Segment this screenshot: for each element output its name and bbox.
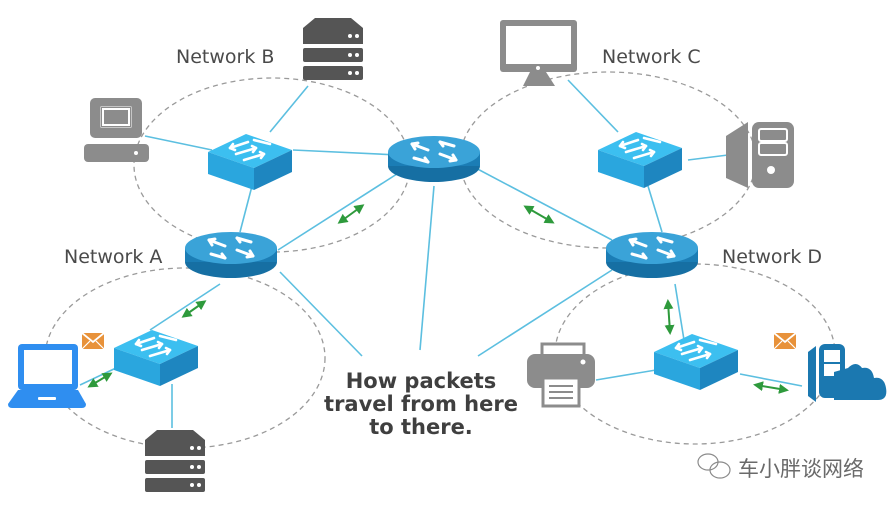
network-c-label: Network C [602, 46, 701, 68]
desktop-icon[interactable] [84, 98, 149, 162]
link-c-switch-router-d [647, 185, 663, 233]
link-c-monitor-switch [567, 79, 619, 133]
envelope-icon [81, 332, 105, 350]
double-arrow-icon [337, 204, 365, 224]
link-b-desktop-switch [144, 135, 213, 151]
watermark: 车小胖谈网络 [697, 453, 864, 481]
link-core-router-d [469, 164, 613, 241]
caption: How packets travel from here to there. [324, 369, 518, 439]
tower-computer-icon[interactable] [726, 122, 794, 188]
switch-b-icon[interactable] [206, 132, 294, 192]
link-router-a-switch-a [149, 283, 221, 331]
network-a-label: Network A [64, 246, 162, 268]
link-b-switch-core [292, 149, 399, 156]
link-router-a-core [277, 171, 401, 251]
link-c-switch-tower [687, 154, 729, 161]
traffic-arrows [87, 204, 789, 394]
server-b-icon[interactable] [303, 18, 363, 80]
envelope-icon [773, 332, 797, 350]
network-d-label: Network D [722, 246, 822, 268]
router-d-icon[interactable] [604, 230, 700, 280]
link-b-server-switch [269, 85, 309, 133]
link-router-d-caption [477, 269, 613, 357]
switch-c-icon[interactable] [596, 130, 684, 190]
link-laptop-switch-a [79, 367, 117, 386]
wechat-icon [697, 453, 731, 479]
phone-cloud-icon[interactable] [808, 344, 887, 402]
double-arrow-icon [663, 299, 675, 335]
link-router-a-caption [279, 271, 363, 357]
laptop-icon[interactable] [8, 344, 86, 408]
link-b-switch-router-a [239, 185, 253, 233]
double-arrow-icon [87, 372, 113, 388]
double-arrow-icon [753, 381, 789, 394]
network-b-label: Network B [176, 46, 274, 68]
router-a-icon[interactable] [183, 230, 279, 280]
link-router-d-switch-d [674, 283, 685, 341]
watermark-text: 车小胖谈网络 [738, 457, 864, 481]
double-arrow-icon [181, 300, 207, 318]
monitor-icon[interactable] [500, 20, 577, 86]
link-core-caption [419, 185, 435, 351]
switch-a-icon[interactable] [112, 328, 200, 388]
caption-line-1: How packets [346, 369, 497, 393]
server-a-icon[interactable] [145, 430, 205, 492]
printer-icon[interactable] [527, 342, 595, 408]
caption-line-2: travel from here [324, 392, 518, 416]
double-arrow-icon [523, 205, 555, 224]
link-printer-switch-d [595, 369, 657, 381]
link-switch-d-cloud [739, 373, 803, 387]
caption-line-3: to there. [369, 415, 473, 439]
core-router-icon[interactable] [386, 134, 482, 184]
switch-d-icon[interactable] [652, 332, 740, 392]
